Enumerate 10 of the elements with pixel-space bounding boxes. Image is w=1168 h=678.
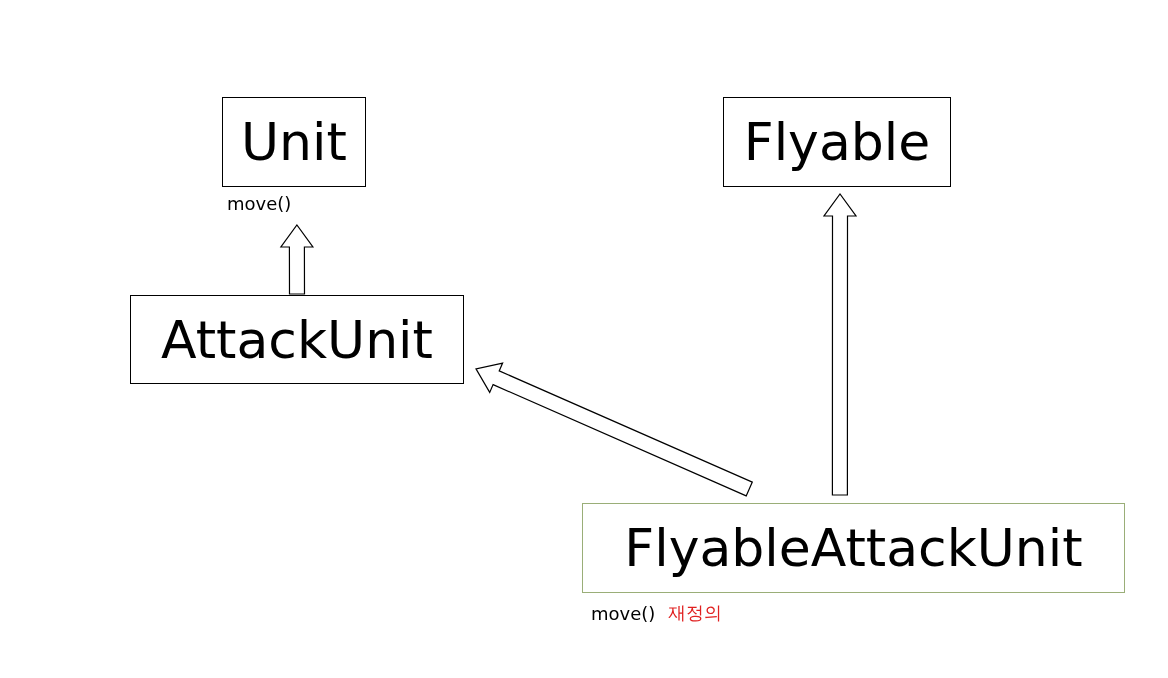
class-box: Unit (222, 97, 366, 187)
inheritance-arrow (822, 192, 858, 496)
method-label: move() (591, 603, 656, 624)
class-box: FlyableAttackUnit (582, 503, 1125, 593)
note-label: 재정의 (668, 601, 722, 625)
class-box: AttackUnit (130, 295, 464, 384)
method-label: move() (227, 193, 292, 214)
class-box: Flyable (723, 97, 951, 187)
inheritance-arrow (279, 223, 315, 295)
inheritance-arrow (475, 362, 754, 497)
